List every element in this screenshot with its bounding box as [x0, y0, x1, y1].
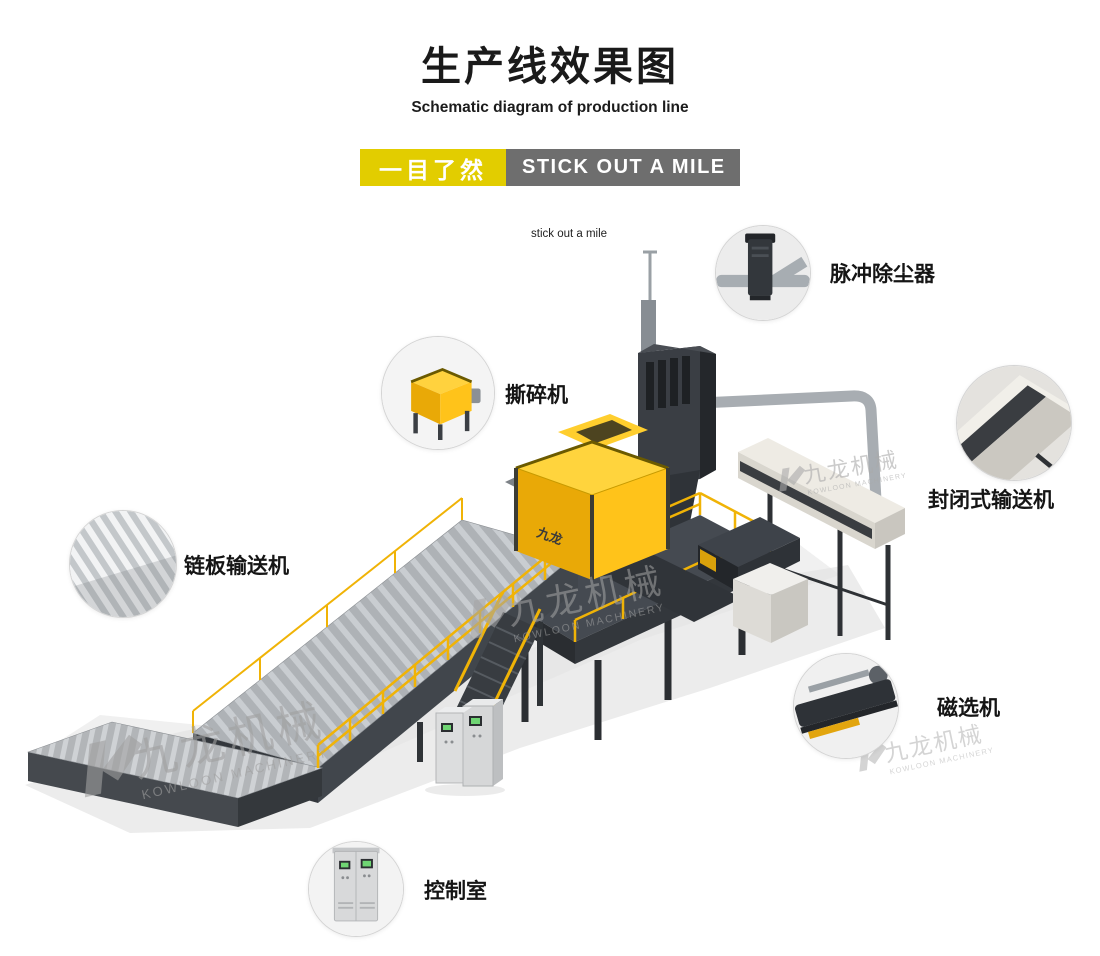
enclosed-conveyor-thumbnail [956, 365, 1072, 481]
shredder-thumbnail [381, 336, 495, 450]
badge-chinese: 一目了然 [360, 149, 506, 186]
enclosed-conveyor-machine [738, 438, 905, 640]
badge-english: STICK OUT A MILE [506, 149, 740, 186]
label-enclosed-conveyor: 封闭式输送机 [928, 489, 1054, 512]
page-title: 生产线效果图 [421, 45, 679, 89]
badge-bar: 一目了然 STICK OUT A MILE [360, 149, 740, 186]
dust-tower [638, 344, 716, 489]
page-subtitle: Schematic diagram of production line [411, 99, 689, 116]
discharge-chute [592, 548, 742, 622]
feed-conveyor-bed [26, 721, 324, 827]
caption-small: stick out a mile [531, 228, 608, 240]
shredder-machine: 九龙 [505, 414, 670, 580]
magnetic-separator-thumbnail [793, 653, 899, 759]
label-chain-plate-conveyor: 链板输送机 [184, 555, 289, 578]
chain-plate-conveyor-thumbnail [69, 510, 177, 618]
control-cabinets [425, 699, 505, 796]
control-room-thumbnail [308, 841, 404, 937]
label-magnetic-separator: 磁选机 [937, 697, 1000, 720]
pulse-dust-collector-thumbnail [715, 225, 811, 321]
label-control-room: 控制室 [424, 880, 487, 903]
label-shredder: 撕碎机 [505, 384, 568, 407]
label-pulse-dust-collector: 脉冲除尘器 [830, 263, 935, 286]
collection-bin [733, 563, 808, 643]
